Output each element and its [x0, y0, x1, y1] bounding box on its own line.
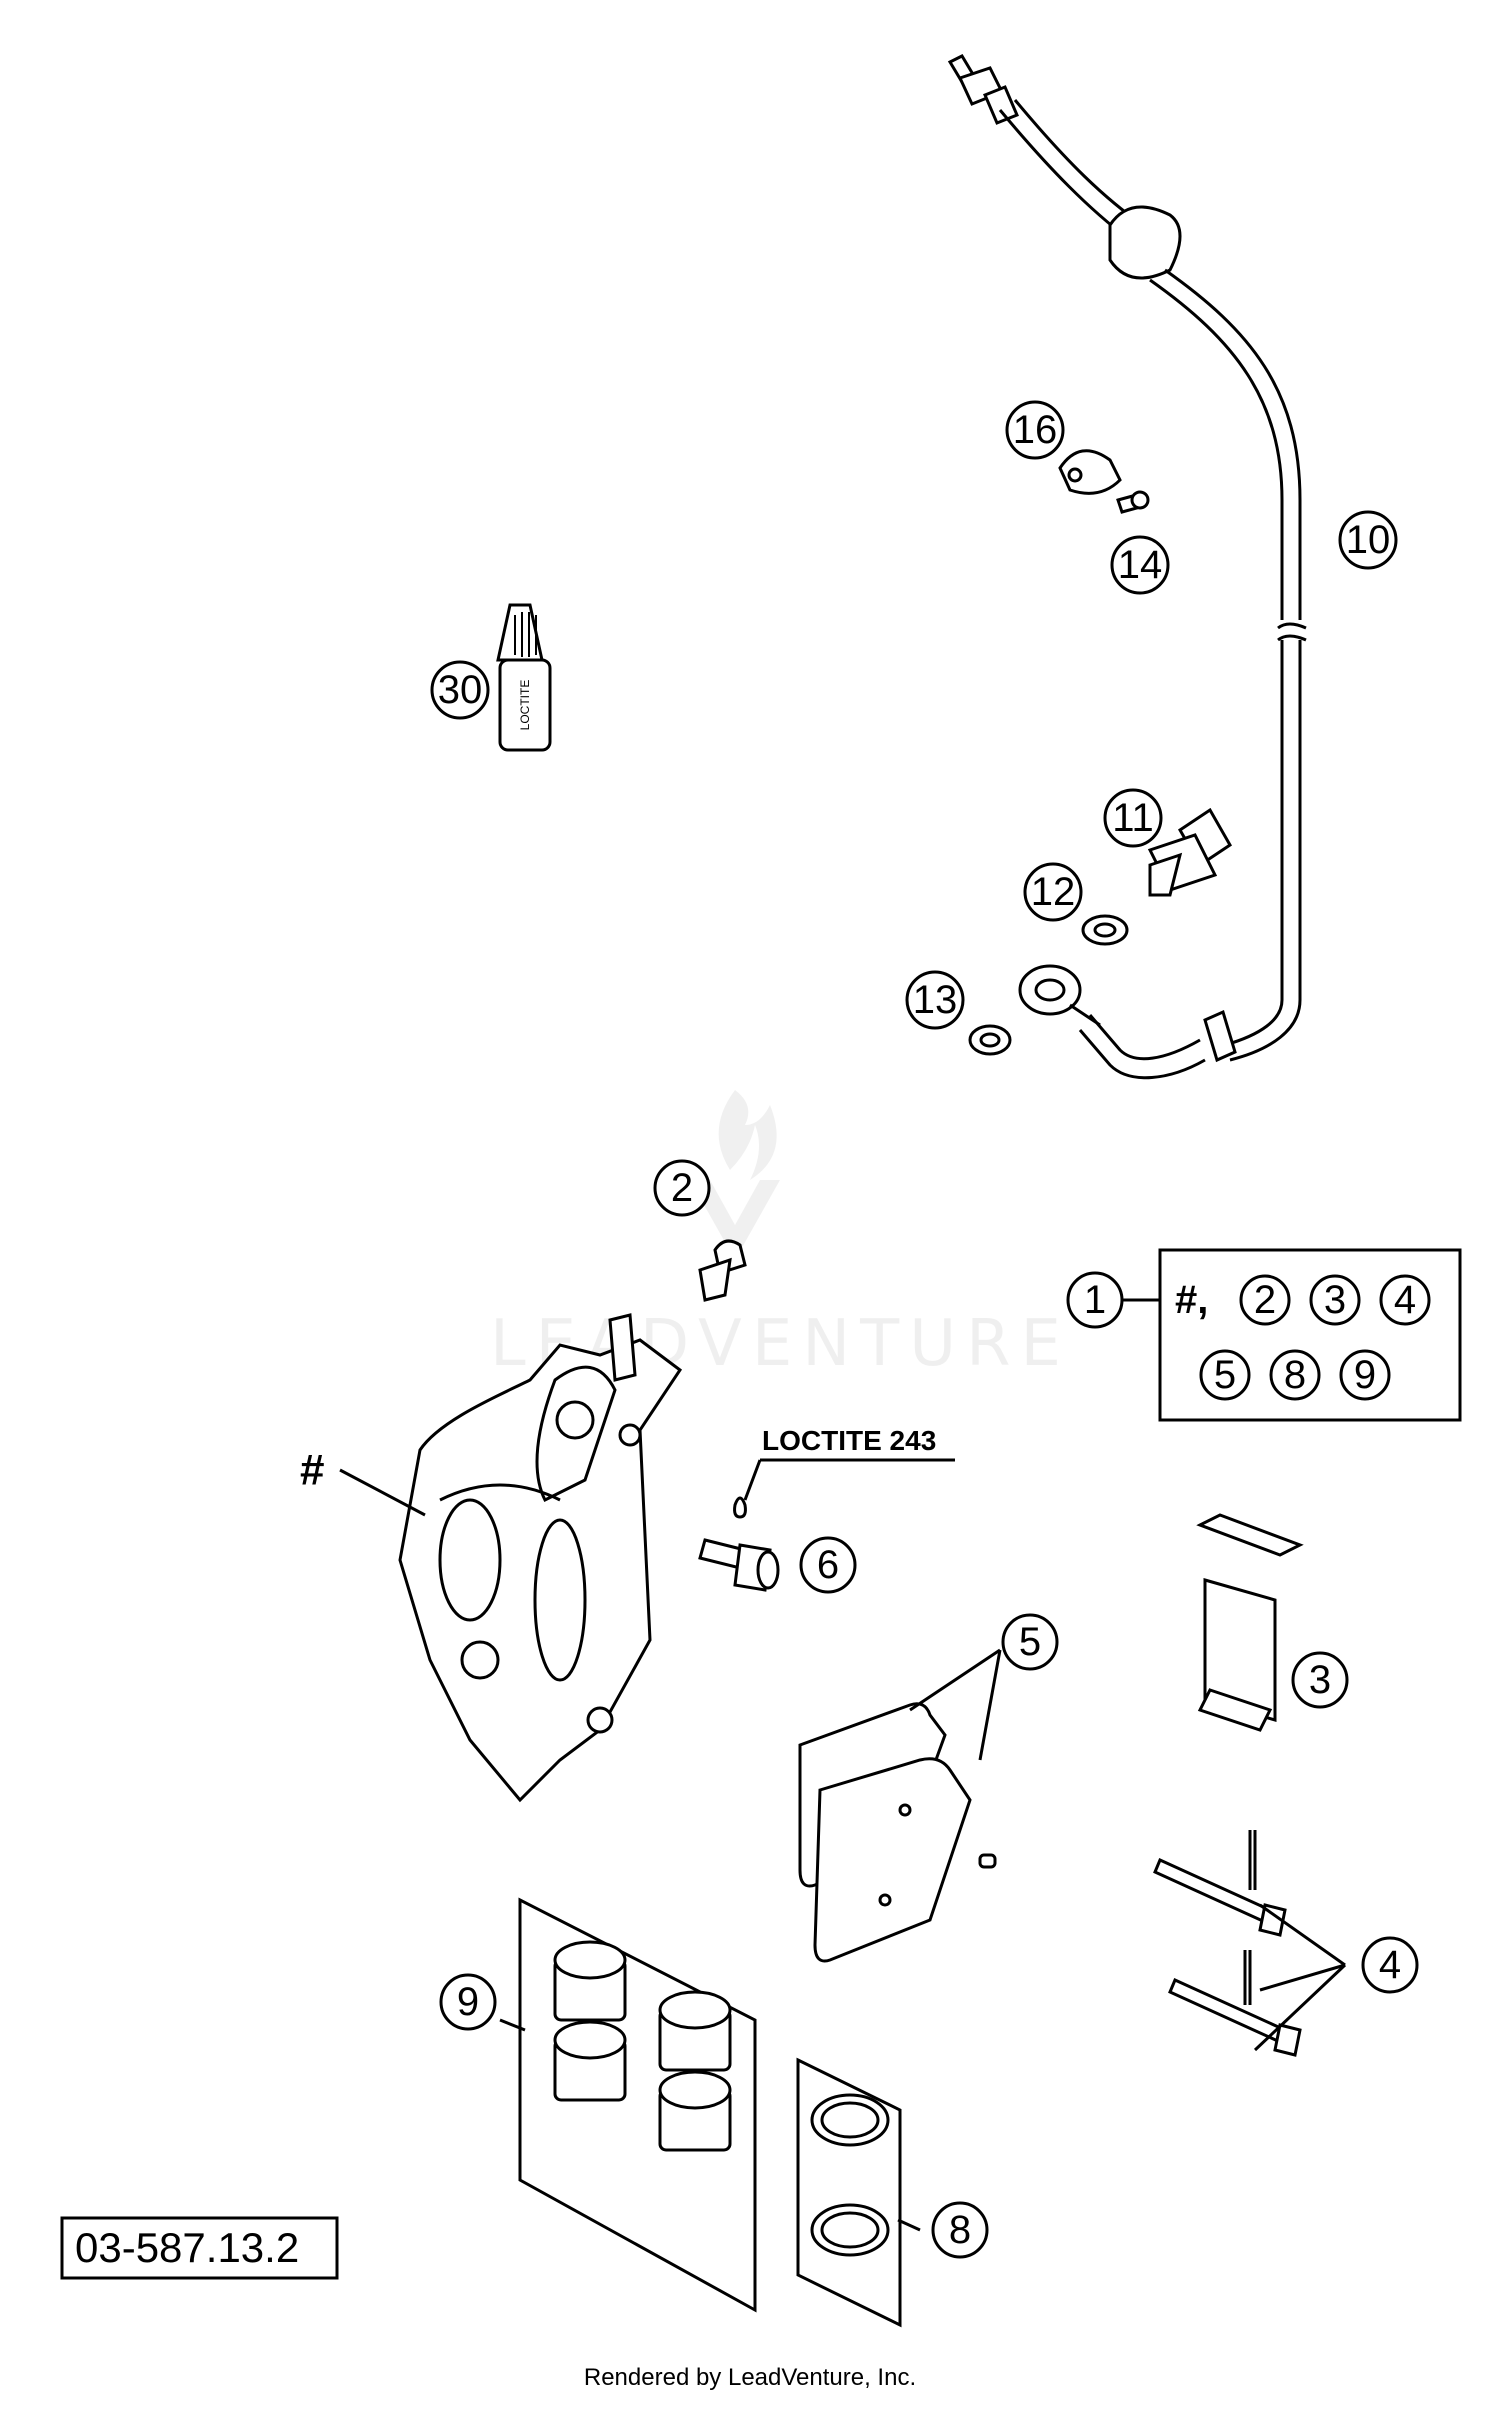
svg-text:1: 1 [1084, 1278, 1106, 1322]
svg-text:2: 2 [671, 1166, 693, 1210]
svg-text:4: 4 [1394, 1278, 1416, 1322]
svg-text:3: 3 [1324, 1278, 1346, 1322]
svg-text:8: 8 [1284, 1353, 1306, 1397]
bleeder-screw-part [698, 1239, 747, 1302]
svg-text:11: 11 [1112, 796, 1154, 840]
kit-item-5: 5 [1199, 1349, 1251, 1401]
loctite-note: LOCTITE 243 [762, 1425, 936, 1456]
callout-30[interactable]: 30 [430, 660, 490, 720]
kit-item-2: 2 [1239, 1274, 1291, 1326]
leader-lines [339, 1298, 1347, 2232]
svg-text:9: 9 [1354, 1353, 1376, 1397]
callout-11[interactable]: 11 [1103, 788, 1163, 848]
svg-text:13: 13 [913, 978, 958, 1022]
svg-text:5: 5 [1019, 1620, 1041, 1664]
callout-5[interactable]: 5 [1001, 1613, 1059, 1671]
seals-part [796, 2057, 902, 2328]
svg-text:16: 16 [1013, 408, 1058, 452]
loctite-tube: LOCTITE [496, 603, 552, 752]
callout-13[interactable]: 13 [905, 970, 965, 1030]
svg-text:10: 10 [1346, 518, 1391, 562]
callout-9[interactable]: 9 [439, 1973, 497, 2031]
washer-13-part [968, 1024, 1012, 1056]
watermark: LEADVENTURE [490, 1090, 1061, 1381]
clamp-part [1058, 449, 1122, 495]
kit-item-4: 4 [1379, 1274, 1431, 1326]
brake-pads-part [798, 1702, 997, 1963]
svg-text:30: 30 [438, 668, 483, 712]
caliper-hash-label: # [300, 1446, 324, 1495]
kit-item-9: 9 [1339, 1349, 1391, 1401]
callout-4[interactable]: 4 [1361, 1936, 1419, 1994]
mounting-bolt-part [698, 1496, 780, 1592]
pad-spring-part [1196, 1513, 1304, 1732]
pins-part [1153, 1830, 1302, 2057]
diagram-code-box: 03-587.13.2 [60, 2216, 339, 2280]
svg-text:6: 6 [817, 1543, 839, 1587]
kit-item-3: 3 [1309, 1274, 1361, 1326]
banjo-bolt-part [1147, 807, 1232, 897]
svg-text:4: 4 [1379, 1943, 1401, 1987]
tube-label: LOCTITE [518, 680, 532, 731]
callout-6[interactable]: 6 [799, 1536, 857, 1594]
svg-text:2: 2 [1254, 1278, 1276, 1322]
washer-12-part [1081, 914, 1129, 946]
svg-text:5: 5 [1214, 1353, 1236, 1397]
callout-1[interactable]: 1 [1066, 1271, 1124, 1329]
kit-prefix: #, [1175, 1278, 1208, 1322]
callout-16[interactable]: 16 [1005, 400, 1065, 460]
callout-10[interactable]: 10 [1338, 510, 1398, 570]
callout-8[interactable]: 8 [931, 2201, 989, 2259]
diagram-code: 03-587.13.2 [75, 2224, 299, 2271]
kit-box: #, 2 3 4 5 8 9 [1158, 1248, 1462, 1422]
svg-text:3: 3 [1309, 1658, 1331, 1702]
callout-12[interactable]: 12 [1023, 862, 1083, 922]
kit-item-8: 8 [1269, 1349, 1321, 1401]
brake-line [947, 54, 1307, 1080]
svg-text:9: 9 [457, 1980, 479, 2024]
svg-text:12: 12 [1031, 870, 1076, 914]
svg-text:14: 14 [1118, 543, 1163, 587]
callout-14[interactable]: 14 [1110, 535, 1170, 595]
pistons-part [518, 1897, 757, 2313]
footer-credit: Rendered by LeadVenture, Inc. [584, 2364, 916, 2391]
callout-3[interactable]: 3 [1291, 1651, 1349, 1709]
screw-small-part [1116, 490, 1150, 514]
brake-caliper [398, 1313, 683, 1803]
svg-text:8: 8 [949, 2208, 971, 2252]
callout-2[interactable]: 2 [653, 1159, 711, 1217]
